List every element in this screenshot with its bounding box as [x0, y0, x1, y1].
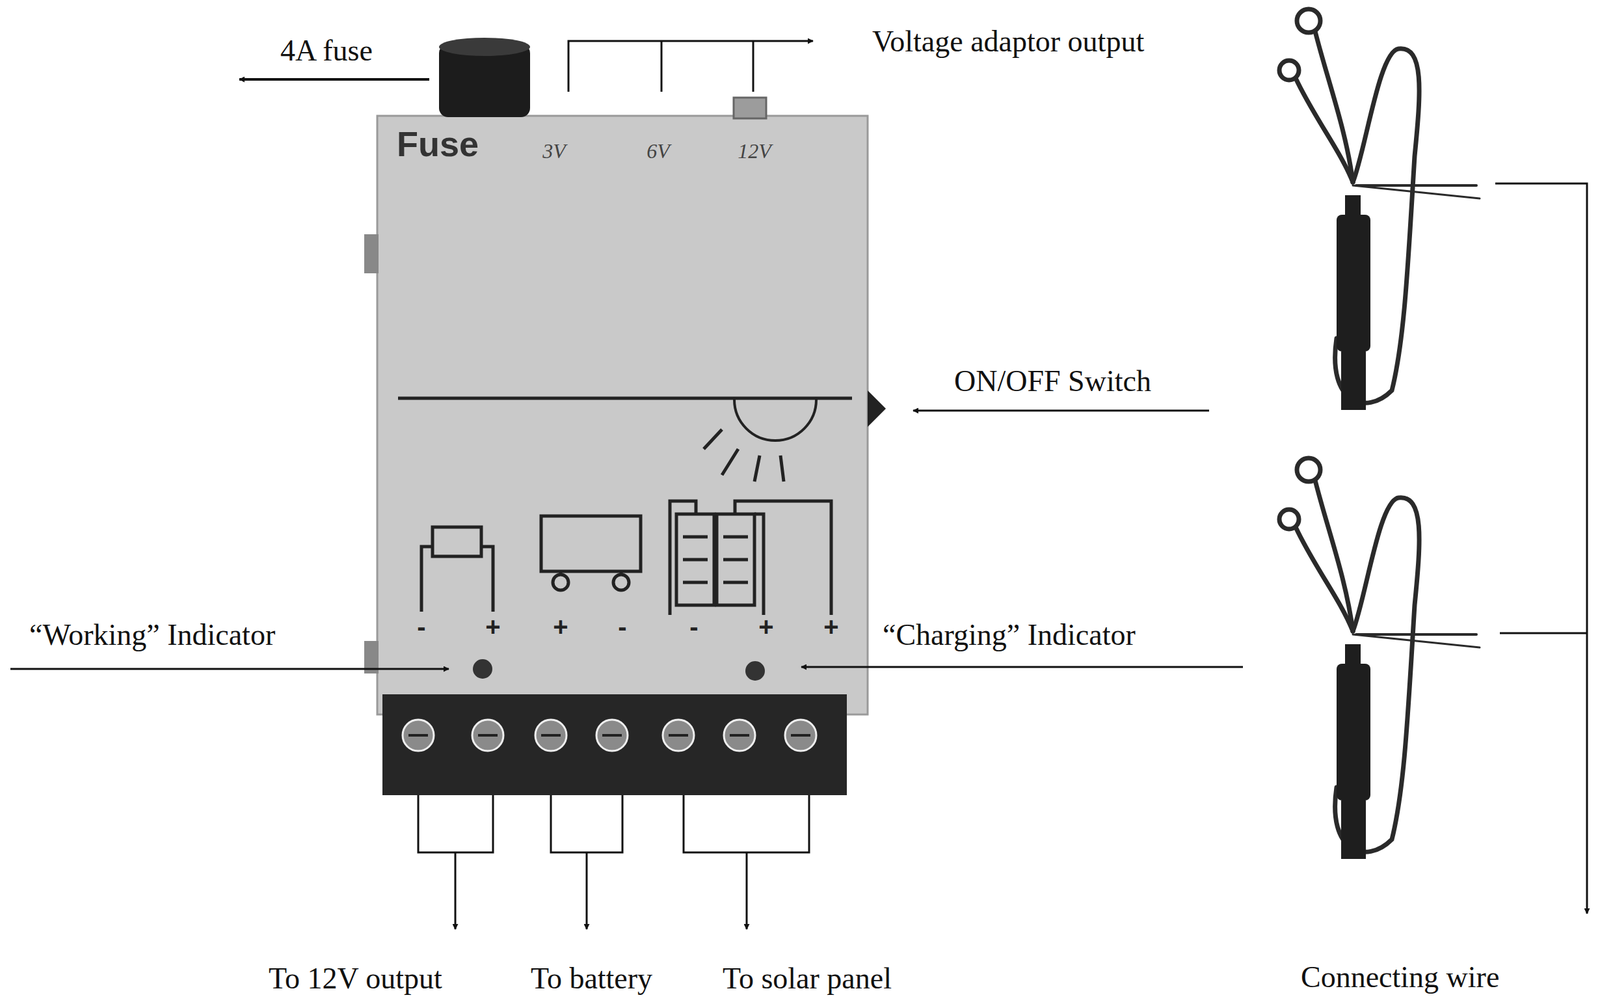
- polarity-sign: +: [485, 611, 501, 642]
- callout-label: Voltage adaptor output: [872, 24, 1145, 60]
- polarity-sign: +: [823, 611, 839, 642]
- voltage-mark: 6V: [646, 139, 670, 164]
- polarity-sign: +: [758, 611, 774, 642]
- callout-label: To 12V output: [268, 961, 443, 996]
- callout-label: To solar panel: [722, 961, 892, 996]
- callout-label: ON/OFF Switch: [954, 364, 1152, 399]
- polarity-sign: +: [552, 611, 568, 642]
- polarity-sign: -: [416, 611, 426, 642]
- callout-label: 4A fuse: [280, 33, 373, 69]
- polarity-sign: -: [617, 611, 627, 642]
- voltage-mark: 12V: [737, 139, 772, 164]
- callout-label: “Charging” Indicator: [882, 617, 1136, 653]
- panel-print: Fuse: [396, 123, 479, 164]
- callout-label: Connecting wire: [1300, 960, 1500, 995]
- voltage-mark: 3V: [542, 139, 566, 164]
- callout-label: To battery: [530, 961, 653, 996]
- callout-label: “Working” Indicator: [29, 617, 276, 653]
- polarity-sign: -: [689, 611, 698, 642]
